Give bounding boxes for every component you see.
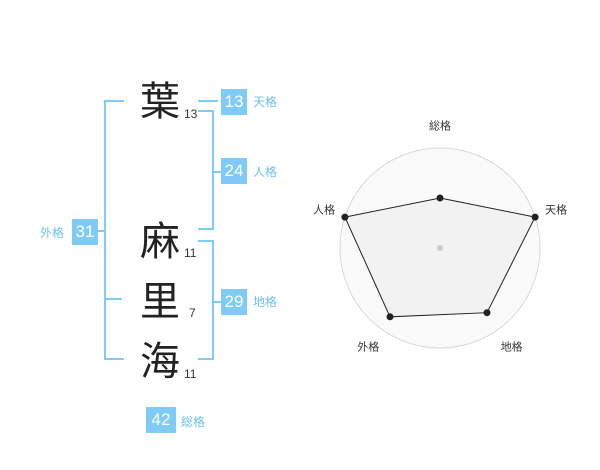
soukaku-badge: 42: [146, 407, 176, 433]
name-char-1: 葉: [140, 79, 180, 125]
stroke-count-3: 7: [189, 306, 196, 320]
radar-axis-label: 天格: [545, 203, 567, 217]
chikaku-connector: [214, 301, 222, 303]
name-char-4: 海: [140, 339, 180, 385]
radar-axis-label: 地格: [500, 340, 523, 354]
tenkaku-label: 天格: [253, 95, 278, 109]
stroke-count-4: 11: [184, 367, 197, 381]
chikaku-label: 地格: [253, 295, 278, 309]
radar-point-1: [531, 213, 539, 221]
gaikaku-connector: [104, 298, 122, 300]
jinkaku-label: 人格: [253, 165, 278, 179]
jinkaku-bracket: [198, 110, 214, 230]
radar-center-dot: [437, 245, 443, 251]
stroke-count-2: 11: [184, 246, 197, 260]
chikaku-bracket: [198, 240, 214, 360]
stroke-count-1: 13: [184, 107, 198, 121]
gaikaku-label: 外格: [40, 226, 65, 240]
tenkaku-badge: 13: [221, 89, 247, 115]
name-char-3: 里: [140, 279, 180, 325]
radar-shape: [344, 197, 536, 318]
soukaku-label: 総格: [181, 415, 206, 429]
gaikaku-badge: 31: [72, 219, 98, 245]
radar-point-4: [341, 213, 349, 221]
gaikaku-connector-out: [98, 230, 106, 232]
radar-axis-label: 人格: [313, 203, 335, 217]
jinkaku-badge: 24: [221, 158, 247, 184]
radar-point-2: [483, 309, 491, 317]
chikaku-badge: 29: [221, 289, 247, 315]
tenkaku-bracket: [198, 100, 218, 102]
radar-axis-label: 総格: [429, 119, 451, 133]
name-char-2: 麻: [140, 219, 180, 265]
jinkaku-connector: [214, 171, 222, 173]
radar-point-0: [436, 194, 444, 202]
radar-points: [341, 194, 539, 321]
radar-point-3: [386, 313, 394, 321]
radar-axis-label: 外格: [357, 340, 380, 354]
